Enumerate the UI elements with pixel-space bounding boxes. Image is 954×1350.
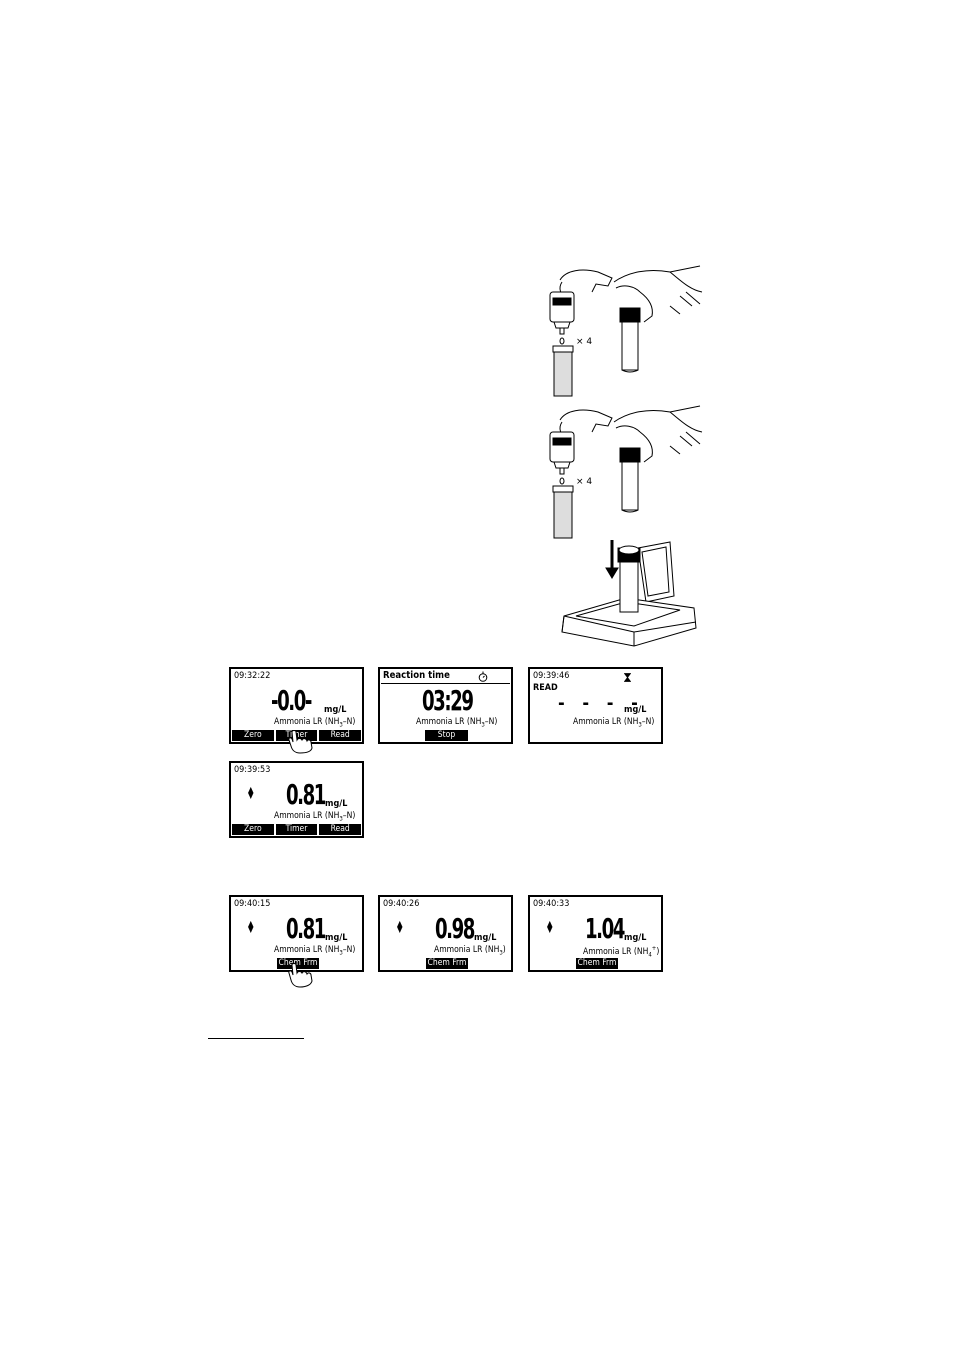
parameter-label: Ammonia LR (NH3) <box>434 945 506 957</box>
drop-multiplier-2: × 4 <box>576 477 592 487</box>
unit-label: mg/L <box>324 705 347 715</box>
clock-readout: 09:40:33 <box>533 899 570 909</box>
reading-value: 1.04 <box>585 912 625 945</box>
title-divider <box>381 683 510 684</box>
unit-label: mg/L <box>624 705 647 715</box>
parameter-label: Ammonia LR (NH3–N) <box>274 811 356 823</box>
reading-value: -0.0- <box>271 684 312 717</box>
screen-title: Reaction time <box>383 670 450 681</box>
timer-softkey[interactable]: Timer <box>275 824 318 835</box>
hourglass-icon <box>624 673 631 682</box>
unit-label: mg/L <box>325 933 348 943</box>
read-softkey[interactable]: Read <box>319 824 362 835</box>
unit-label: mg/L <box>474 933 497 943</box>
read-softkey[interactable]: Read <box>319 730 362 741</box>
up-down-arrows-icon: ▲▼ <box>248 785 254 800</box>
chem-form-softkey[interactable]: Chem Frm <box>277 958 319 969</box>
parameter-label: Ammonia LR (NH3–N) <box>416 717 498 729</box>
clock-readout: 09:40:15 <box>234 899 271 909</box>
unit-label: mg/L <box>624 933 647 943</box>
parameter-label: Ammonia LR (NH3–N) <box>274 717 356 729</box>
softkey-bar: Zero Timer Read <box>232 824 362 835</box>
stop-softkey[interactable]: Stop <box>425 730 468 741</box>
insert-vial-illustration <box>561 540 697 647</box>
reading-value: 0.81 <box>286 778 326 811</box>
countdown-value: 03:29 <box>422 684 474 717</box>
up-down-arrows-icon: ▲▼ <box>547 919 553 934</box>
chem-form-softkey[interactable]: Chem Frm <box>576 958 618 969</box>
clock-readout: 09:40:26 <box>383 899 420 909</box>
parameter-label: Ammonia LR (NH3–N) <box>573 717 655 729</box>
clock-readout: 09:32:22 <box>234 671 271 681</box>
zero-softkey[interactable]: Zero <box>232 730 274 741</box>
parameter-label: Ammonia LR (NH4+) <box>583 945 660 959</box>
reading-value: 0.81 <box>286 912 326 945</box>
parameter-label: Ammonia LR (NH3–N) <box>274 945 356 957</box>
reading-value: 0.98 <box>435 912 475 945</box>
meter-screen-result: 09:39:53 ▲▼ 0.81 mg/L Ammonia LR (NH3–N)… <box>229 761 364 838</box>
clock-readout: 09:39:46 <box>533 671 570 681</box>
footnote-separator <box>208 1038 304 1039</box>
pointing-hand-icon <box>288 963 313 988</box>
zero-softkey[interactable]: Zero <box>232 824 274 835</box>
reagent-drop-illustration-1: × 4 <box>549 265 703 397</box>
meter-screen-reading: 09:39:46 READ - - - - mg/L Ammonia LR (N… <box>528 667 663 744</box>
unit-label: mg/L <box>325 799 348 809</box>
meter-screen-chem-form-nh3: 09:40:26 ▲▼ 0.98 mg/L Ammonia LR (NH3) C… <box>378 895 513 972</box>
meter-screen-chem-form-nh3n: 09:40:15 ▲▼ 0.81 mg/L Ammonia LR (NH3–N)… <box>229 895 364 972</box>
stopwatch-icon <box>478 671 488 682</box>
up-down-arrows-icon: ▲▼ <box>248 919 254 934</box>
reading-placeholder: - - - - <box>558 693 644 714</box>
reagent-drop-illustration-2: × 4 <box>549 405 703 539</box>
read-status: READ <box>533 683 558 693</box>
up-down-arrows-icon: ▲▼ <box>397 919 403 934</box>
meter-screen-reaction-timer: Reaction time 03:29 Ammonia LR (NH3–N) S… <box>378 667 513 744</box>
pointing-hand-icon <box>288 730 313 754</box>
chem-form-softkey[interactable]: Chem Frm <box>426 958 468 969</box>
drop-multiplier-1: × 4 <box>576 337 592 347</box>
clock-readout: 09:39:53 <box>234 765 271 775</box>
meter-screen-chem-form-nh4: 09:40:33 ▲▼ 1.04 mg/L Ammonia LR (NH4+) … <box>528 895 663 972</box>
